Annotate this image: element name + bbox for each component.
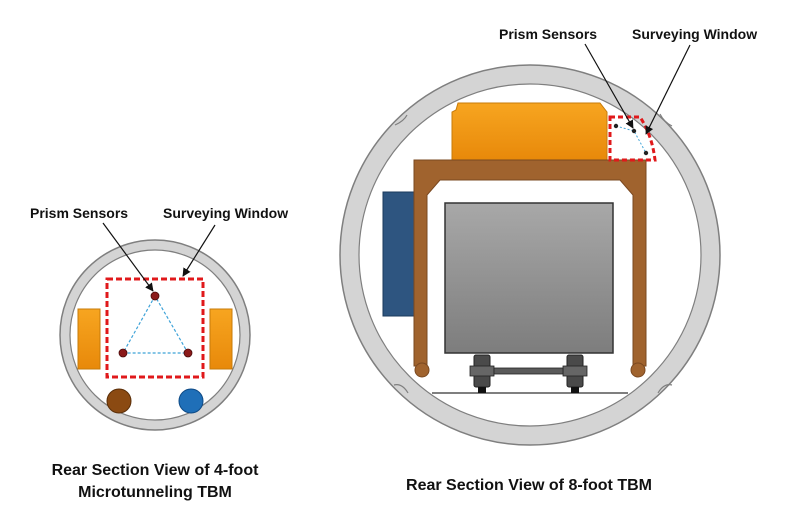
small-surveying-window-label: Surveying Window [163,205,288,221]
small-prism-sensors-label: Prism Sensors [30,205,128,221]
large-ring-joint-top-right [659,113,673,127]
small-brown-circle [106,388,132,414]
large-gray-box [444,202,614,354]
large-caption: Rear Section View of 8-foot TBM [406,477,652,494]
small-prism-sensor-right [183,348,193,358]
small-caption-line1: Rear Section View of 4-foot [52,462,260,479]
large-frame-foot-right [630,362,646,378]
large-frame-foot-left [414,362,430,378]
large-tbm-section: Prism Sensors Surveying Window Rear Sect… [339,26,757,494]
small-window-arrow [182,224,216,277]
large-window-arrow [645,44,691,135]
large-ring-joint-bottom-left [393,384,409,394]
large-orange-block [451,102,608,161]
large-prism-sensor-3 [643,150,649,156]
large-prism-sensor-2 [631,128,637,134]
large-surveying-window [608,115,657,162]
small-caption-line2: Microtunneling TBM [78,484,232,501]
large-navy-panel [382,191,416,317]
small-left-orange-block [77,308,101,370]
large-cart-axle [469,354,588,393]
large-prism-sensors-label: Prism Sensors [499,26,597,42]
small-prism-sensor-left [118,348,128,358]
small-tbm-section: Prism Sensors Surveying Window Rear Sect… [30,205,288,501]
small-blue-circle [178,388,204,414]
small-surveying-window [105,277,205,379]
large-prism-sensor-1 [613,123,619,129]
large-prism-arrow [584,43,634,129]
small-prism-sensor-top [150,291,160,301]
small-sensor-triangle [121,294,190,354]
small-prism-arrow [102,222,154,292]
large-ring-joint-top-left [394,114,408,126]
small-right-orange-block [209,308,233,370]
large-surveying-window-label: Surveying Window [632,26,757,42]
large-ring-joint-bottom-right [657,384,673,394]
